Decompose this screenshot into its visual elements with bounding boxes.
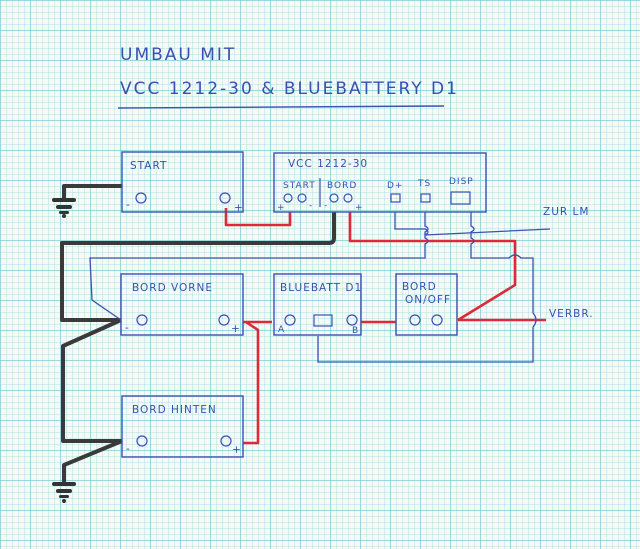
ground-symbol-top (52, 198, 76, 218)
bord-onoff-switch[interactable]: BORD ON/OFF (395, 273, 458, 336)
bord-vorne-battery[interactable]: BORD VORNE - + (120, 273, 244, 336)
bord-vorne-label: BORD VORNE (132, 282, 213, 294)
vcc-disp-label: DISP (449, 177, 474, 187)
positive-wire-start-to-vcc (224, 208, 292, 227)
start-battery-box (121, 151, 244, 213)
start-plus-sign: + (234, 202, 244, 214)
bord-vorne-box (120, 273, 244, 336)
vcc-dplus-label: D+ (387, 181, 403, 191)
vcc-start-label: START (283, 181, 316, 191)
start-battery[interactable]: START - + (121, 151, 244, 214)
bluebatt-label: BLUEBATT D1 (280, 282, 362, 294)
vcc-ts-terminal (420, 193, 431, 203)
signal-wires (89, 212, 551, 363)
signal-wire-disp (317, 212, 537, 363)
ground-wire-vorne-to-hinten (61, 318, 122, 443)
vcc-label: VCC 1212-30 (288, 158, 368, 170)
vcc-disp-terminal (450, 191, 471, 205)
bord-hinten-plus: + (232, 444, 242, 456)
vcc-dplus-terminal (390, 193, 401, 203)
bord-hinten-minus: - (126, 443, 131, 455)
vcc-start-plus: + (277, 203, 286, 213)
bluebatt-box (273, 273, 362, 336)
ground-wire-start (62, 184, 122, 200)
title-line-2: VCC 1212-30 & BLUEBATTERY D1 (120, 79, 459, 99)
bord-hinten-battery[interactable]: BORD HINTEN - + (121, 395, 244, 458)
positive-wire-vorne-to-hinten (243, 320, 260, 445)
signal-wire-ts (89, 212, 429, 321)
bluebatt-b-label: B (352, 326, 359, 336)
positive-wires (224, 208, 546, 445)
bluebatt-shunt (313, 314, 333, 327)
vcc-1212-30[interactable]: VCC 1212-30 START BORD + - - + D+ TS DIS… (273, 152, 487, 213)
bord-onoff-label-1: BORD (402, 281, 437, 293)
vcc-bord-minus: - (324, 201, 328, 211)
title-underline (117, 105, 445, 109)
vcc-box (273, 152, 487, 213)
bord-hinten-box (121, 395, 244, 458)
start-battery-label: START (130, 160, 167, 172)
vcc-start-minus: - (309, 201, 313, 211)
start-plus-terminal (219, 192, 231, 204)
bord-hinten-label: BORD HINTEN (132, 404, 217, 416)
bord-vorne-minus: - (125, 322, 130, 334)
ground-wire-hinten (62, 439, 123, 483)
bluebattery-d1[interactable]: BLUEBATT D1 A B (273, 273, 362, 336)
vcc-ts-label: TS (417, 179, 431, 189)
zur-lm-label: ZUR LM (543, 206, 589, 218)
ground-wire-vcc-to-bord-vorne (60, 212, 336, 322)
ground-symbol-bottom (52, 482, 76, 503)
title-line-1: UMBAU MIT (120, 45, 236, 65)
verbr-label: VERBR. (549, 308, 594, 320)
bord-onoff-label-2: ON/OFF (405, 294, 451, 306)
bluebatt-a-label: A (278, 325, 285, 335)
start-minus-terminal (135, 192, 147, 204)
positive-wire-vcc-to-onoff (348, 212, 517, 322)
vcc-bord-label: BORD (327, 181, 357, 191)
vcc-bord-plus: + (355, 203, 364, 213)
bord-vorne-plus: + (231, 323, 241, 335)
ground-wires (60, 184, 336, 483)
start-minus-sign: - (126, 199, 131, 211)
bord-onoff-box (395, 273, 458, 336)
